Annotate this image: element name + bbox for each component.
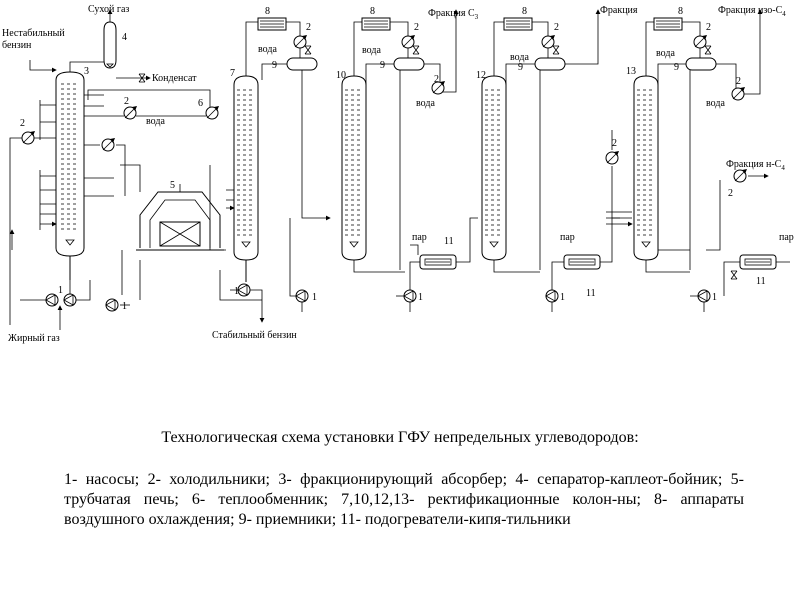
num-1-a: 1 xyxy=(58,285,63,296)
num-2-g: 2 xyxy=(612,138,617,149)
num-1-g: 1 xyxy=(712,292,717,303)
figure-legend: 1- насосы; 2- холодильники; 3- фракциони… xyxy=(64,471,744,528)
receiver-9-d xyxy=(685,57,717,71)
water-label-1: вода xyxy=(146,116,165,127)
figure-caption: Технологическая схема установки ГФУ непр… xyxy=(161,429,639,446)
fraction-n-c4-label: Фракция н-С4 xyxy=(726,159,785,172)
num-11-b: 11 xyxy=(586,288,596,299)
separator-4 xyxy=(103,21,117,69)
num-8-b: 8 xyxy=(370,6,375,17)
water-label-2: вода xyxy=(258,44,277,55)
num-11-a: 11 xyxy=(444,236,454,247)
num-1-b: 1 xyxy=(122,301,127,312)
reboiler-11-c xyxy=(739,254,777,270)
num-8-a: 8 xyxy=(265,6,270,17)
num-8-d: 8 xyxy=(678,6,683,17)
num-9-d: 9 xyxy=(674,62,679,73)
rectification-column-7 xyxy=(233,75,259,282)
water-label-4: вода xyxy=(416,98,435,109)
num-10: 10 xyxy=(336,70,346,81)
num-9-b: 9 xyxy=(380,60,385,71)
num-1-d: 1 xyxy=(312,292,317,303)
num-2-d: 2 xyxy=(414,22,419,33)
num-2-a: 2 xyxy=(20,118,25,129)
steam-label-1: пар xyxy=(412,232,427,243)
num-2-h: 2 xyxy=(706,22,711,33)
num-1-e: 1 xyxy=(418,292,423,303)
num-12: 12 xyxy=(476,70,486,81)
receiver-9-a xyxy=(286,57,318,71)
num-4: 4 xyxy=(122,32,127,43)
water-label-3: вода xyxy=(362,45,381,56)
rectification-column-13 xyxy=(633,75,690,273)
num-9-a: 9 xyxy=(272,60,277,71)
num-3: 3 xyxy=(84,66,89,77)
fraction-iso-c4-label: Фракция изо-С4 xyxy=(718,5,786,18)
num-13: 13 xyxy=(626,66,636,77)
num-2-e: 2 xyxy=(434,74,439,85)
num-11-c: 11 xyxy=(756,276,766,287)
num-2-b: 2 xyxy=(124,96,129,107)
unstable-gasoline-label-2: бензин xyxy=(2,40,32,51)
receiver-9-b xyxy=(393,57,425,71)
water-label-5: вода xyxy=(510,52,529,63)
water-label-7: вода xyxy=(706,98,725,109)
tube-furnace-5 xyxy=(136,184,224,251)
rectification-column-10 xyxy=(341,75,405,273)
unstable-gasoline-label-1: Нестабильный xyxy=(2,28,65,39)
fraction-label: Фракция xyxy=(600,5,638,16)
water-label-6: вода xyxy=(656,48,675,59)
num-2-f: 2 xyxy=(554,22,559,33)
reboiler-11-a xyxy=(419,254,457,270)
rectification-column-12 xyxy=(481,75,540,273)
num-2-j: 2 xyxy=(728,188,733,199)
fat-gas-label: Жирный газ xyxy=(8,333,60,344)
stable-gasoline-label: Стабильный бензин xyxy=(212,330,297,341)
num-1-c: 1 xyxy=(234,286,239,297)
fractionating-absorber-3 xyxy=(55,71,85,280)
num-7: 7 xyxy=(230,68,235,79)
num-5: 5 xyxy=(170,180,175,191)
fraction-c3-label: Фракция С3 xyxy=(428,8,479,21)
num-9-c: 9 xyxy=(518,62,523,73)
dry-gas-label: Сухой газ xyxy=(88,4,129,15)
receiver-9-c xyxy=(534,57,566,71)
num-2-i: 2 xyxy=(736,76,741,87)
steam-label-3: пар xyxy=(779,232,794,243)
condensate-label: Конденсат xyxy=(152,73,197,84)
reboiler-11-b xyxy=(563,254,601,270)
num-2-c: 2 xyxy=(306,22,311,33)
steam-label-2: пар xyxy=(560,232,575,243)
process-flow-scheme: Нестабильный бензин Сухой газ Конденсат … xyxy=(2,4,794,344)
num-1-f: 1 xyxy=(560,292,565,303)
num-6: 6 xyxy=(198,98,203,109)
num-8-c: 8 xyxy=(522,6,527,17)
